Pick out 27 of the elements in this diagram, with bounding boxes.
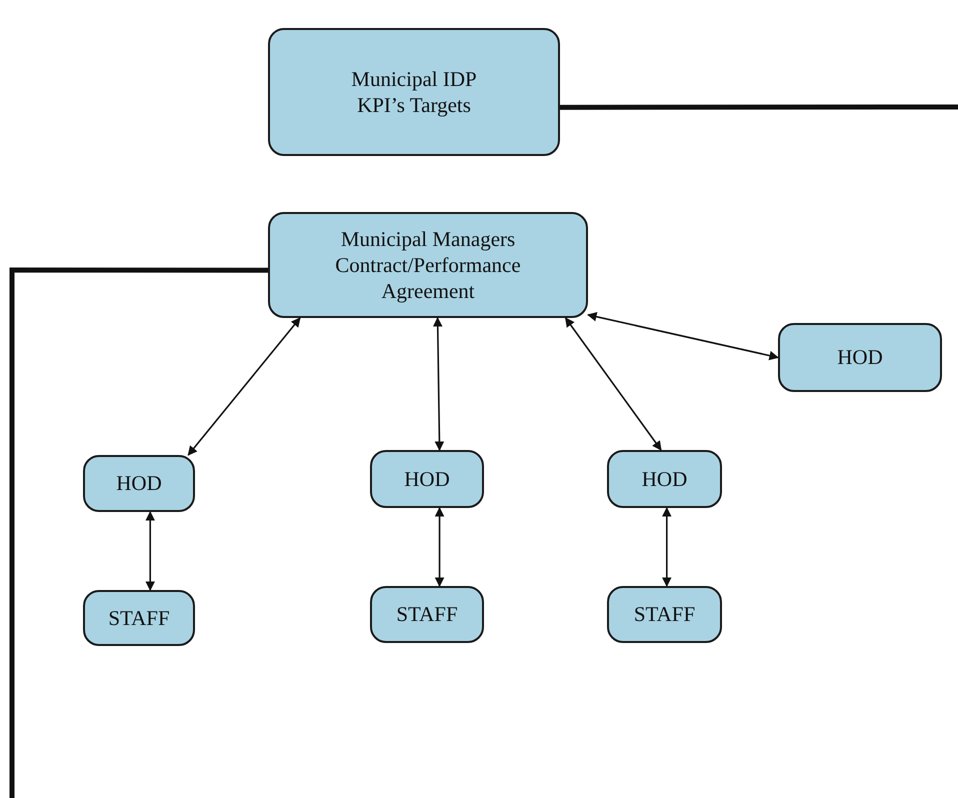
- rounded-box: [83, 455, 195, 512]
- double-arrow: [145, 511, 155, 591]
- box-label: Municipal IDP KPI’s Targets: [350, 66, 478, 118]
- rounded-box: [607, 586, 722, 643]
- double-arrow: [432, 317, 444, 451]
- connector-line: [560, 104, 958, 110]
- rounded-box: [268, 28, 560, 156]
- box-label: STAFF: [108, 604, 170, 632]
- double-arrow: [587, 312, 779, 360]
- box-label: STAFF: [634, 601, 696, 628]
- rounded-box: [370, 450, 484, 508]
- rounded-box: [268, 212, 588, 318]
- rounded-box: [83, 590, 195, 646]
- rounded-box: [607, 450, 722, 508]
- box-label: HOD: [642, 466, 688, 492]
- double-arrow: [188, 317, 301, 456]
- box-label: Municipal Managers Contract/Performance Agreement: [334, 226, 522, 304]
- connector-line: [10, 268, 268, 798]
- rounded-box: [370, 586, 484, 643]
- double-arrow: [662, 507, 672, 587]
- box-label: HOD: [837, 344, 883, 371]
- double-arrow: [564, 317, 662, 451]
- box-label: STAFF: [396, 601, 458, 628]
- box-label: HOD: [404, 466, 450, 492]
- double-arrow: [434, 507, 444, 587]
- box-label: HOD: [116, 470, 162, 497]
- rounded-box: [778, 323, 942, 392]
